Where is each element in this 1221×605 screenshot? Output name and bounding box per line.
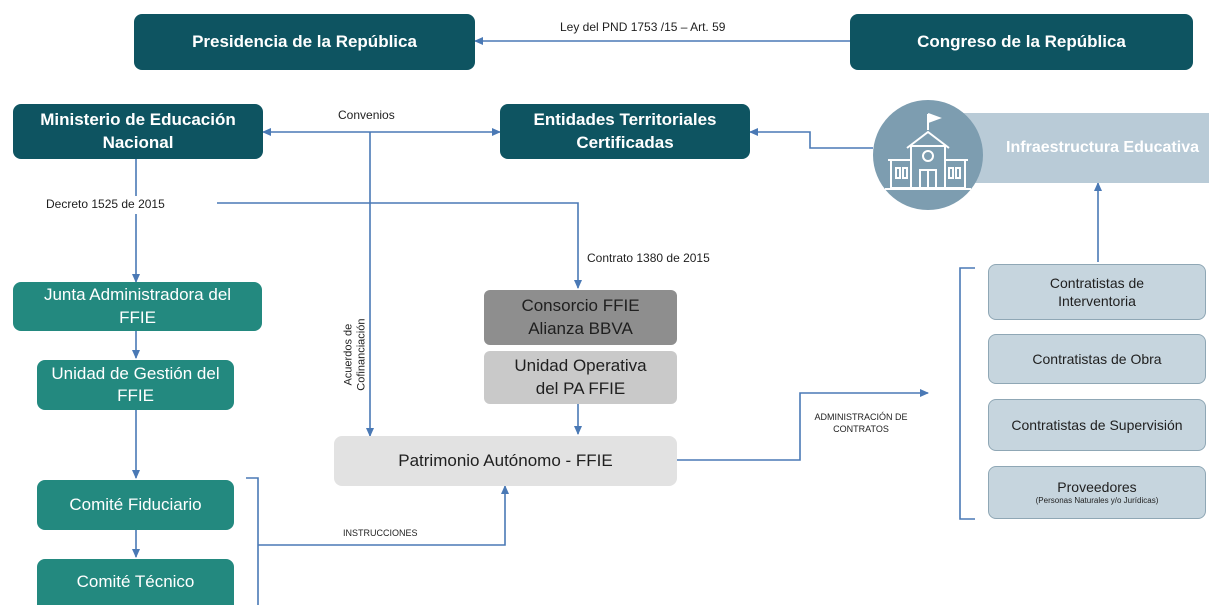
node-comite-fiduciario-label: Comité Fiduciario: [69, 494, 202, 514]
node-unidad-operativa: Unidad Operativa del PA FFIE: [484, 351, 677, 404]
node-consorcio: Consorcio FFIE Alianza BBVA: [484, 290, 677, 345]
node-ministerio-label: Ministerio de Educación Nacional: [40, 110, 236, 152]
bracket-contratistas: [959, 267, 975, 520]
node-unidad-gestion-label: Unidad de Gestión del FFIE: [51, 363, 220, 405]
node-proveedores-label: Proveedores: [1057, 479, 1137, 496]
label-instrucciones: INSTRUCCIONES: [343, 528, 418, 538]
node-obra-label: Contratistas de Obra: [1032, 350, 1162, 367]
arrow-instrucciones: [258, 485, 509, 546]
node-comite-tecnico-label: Comité Técnico: [76, 571, 195, 591]
node-entidades-label: Entidades Territoriales Certificadas: [533, 110, 717, 152]
label-ley: Ley del PND 1753 /15 – Art. 59: [560, 20, 726, 34]
label-convenios: Convenios: [338, 108, 395, 122]
node-patrimonio: Patrimonio Autónomo - FFIE: [334, 436, 677, 486]
node-comite-fiduciario: Comité Fiduciario: [37, 480, 234, 530]
node-patrimonio-label: Patrimonio Autónomo - FFIE: [398, 450, 613, 470]
node-presidencia: Presidencia de la República: [134, 14, 475, 70]
node-supervision-label: Contratistas de Supervisión: [1011, 416, 1183, 433]
arrow-infra-entidades: [749, 128, 873, 149]
node-junta-label: Junta Administradora del FFIE: [43, 285, 232, 327]
label-decreto: Decreto 1525 de 2015: [46, 197, 165, 211]
node-presidencia-label: Presidencia de la República: [192, 31, 417, 51]
node-supervision: Contratistas de Supervisión: [988, 399, 1206, 451]
node-proveedores: Proveedores (Personas Naturales y/o Jurí…: [988, 466, 1206, 519]
school-building-icon: [873, 100, 983, 210]
node-entidades: Entidades Territoriales Certificadas: [500, 104, 750, 159]
node-interventoria: Contratistas de Interventoria: [988, 264, 1206, 320]
node-congreso-label: Congreso de la República: [917, 31, 1126, 51]
node-congreso: Congreso de la República: [850, 14, 1193, 70]
label-contrato: Contrato 1380 de 2015: [587, 251, 710, 265]
node-infraestructura-label: Infraestructura Educativa: [1006, 138, 1199, 156]
label-acuerdos: Acuerdos de Cofinanciación: [342, 318, 367, 391]
node-comite-tecnico: Comité Técnico: [37, 559, 234, 605]
node-obra: Contratistas de Obra: [988, 334, 1206, 384]
label-administracion: ADMINISTRACIÓN DE CONTRATOS: [814, 412, 908, 434]
node-interventoria-label: Contratistas de Interventoria: [1049, 274, 1145, 309]
arrow-decreto-consorcio: [217, 202, 582, 289]
node-unidad-gestion: Unidad de Gestión del FFIE: [37, 360, 234, 410]
node-ministerio: Ministerio de Educación Nacional: [13, 104, 263, 159]
node-junta: Junta Administradora del FFIE: [13, 282, 262, 331]
node-unidad-operativa-label: Unidad Operativa del PA FFIE: [514, 356, 647, 398]
node-consorcio-label: Consorcio FFIE Alianza BBVA: [521, 296, 640, 338]
bracket-comites: [246, 477, 259, 605]
node-proveedores-sublabel: (Personas Naturales y/o Jurídicas): [1035, 496, 1159, 506]
arrow-administracion: [677, 389, 929, 461]
